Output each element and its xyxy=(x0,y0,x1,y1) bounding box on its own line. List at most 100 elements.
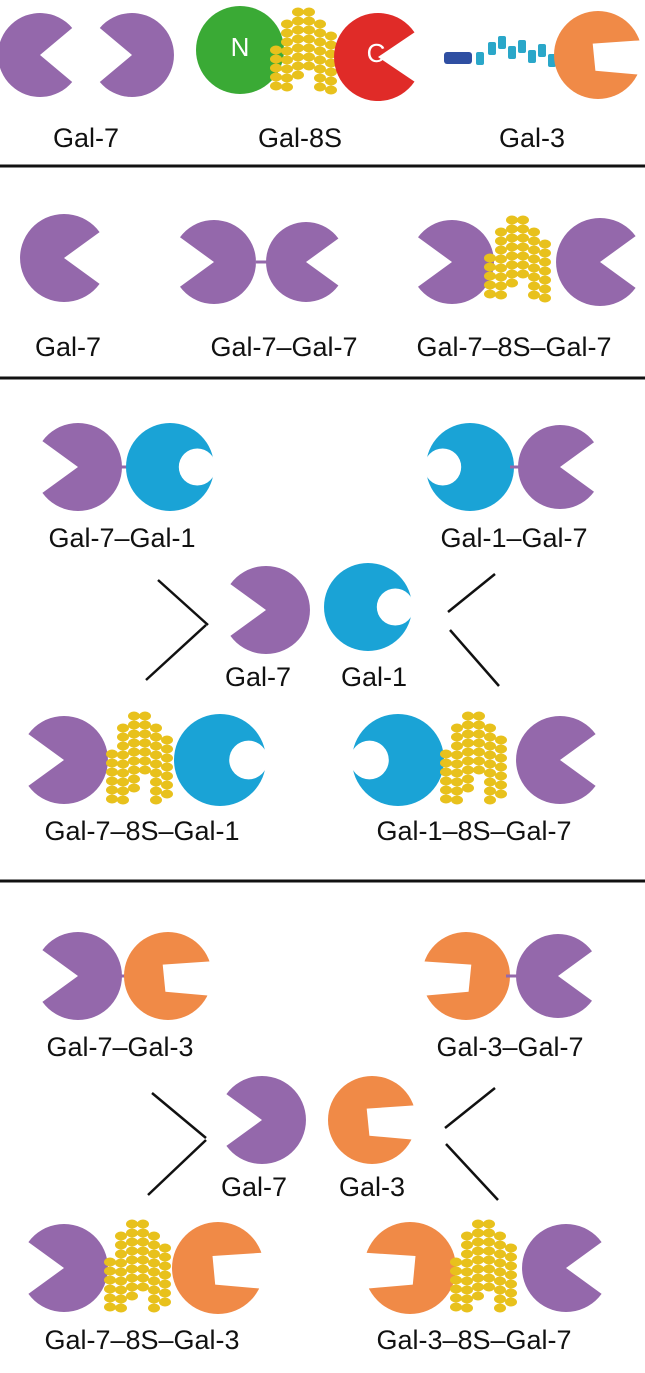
gal3-tail-segment xyxy=(498,36,506,49)
linker-residue xyxy=(505,1270,517,1280)
linker-residue xyxy=(461,1285,473,1295)
linker-residue xyxy=(440,785,452,795)
gal1-gal7-gal7 xyxy=(518,425,594,509)
linker-residue xyxy=(128,720,140,730)
linker-residue xyxy=(139,711,151,721)
linker-residue xyxy=(106,785,118,795)
connector-s4-bottom-right xyxy=(445,1143,499,1201)
linker-residue xyxy=(314,82,326,92)
linker-residue xyxy=(117,777,129,787)
gal3-8s-gal7-gal7 xyxy=(522,1224,602,1312)
linker-residue xyxy=(128,747,140,757)
linker-residue xyxy=(484,253,496,263)
linker-residue xyxy=(462,774,474,784)
label-s3-gal1-gal7: Gal-1–Gal-7 xyxy=(440,523,587,553)
linker-residue xyxy=(461,1276,473,1286)
gal7-gal1-gal1-pocket xyxy=(178,448,216,486)
linker-residue xyxy=(494,1276,506,1286)
linker-residue xyxy=(115,1249,127,1259)
linker-residue xyxy=(461,1249,473,1259)
linker-residue xyxy=(270,72,282,82)
linker-residue xyxy=(451,759,463,769)
connector-lines xyxy=(145,573,500,1201)
linker-residue xyxy=(462,738,474,748)
gal7-gal3-gal7 xyxy=(42,932,122,1020)
gal3-free-pocket xyxy=(366,1105,420,1141)
linker-residue xyxy=(128,756,140,766)
linker-residue xyxy=(126,1264,138,1274)
linker-residue xyxy=(484,280,496,290)
linker-residue xyxy=(484,271,496,281)
linker-residue xyxy=(483,1273,495,1283)
linker-residue xyxy=(314,46,326,56)
linker-residue xyxy=(126,1291,138,1301)
linker-residue xyxy=(539,284,551,294)
gal7-8s-gal7-linker xyxy=(484,215,551,303)
linker-residue xyxy=(472,1246,484,1256)
linker-residue xyxy=(440,776,452,786)
linker-residue xyxy=(159,1279,171,1289)
linker-residue xyxy=(506,224,518,234)
gal7-free-s3 xyxy=(230,566,310,654)
linker-residue xyxy=(473,711,485,721)
linker-residue xyxy=(451,732,463,742)
linker-residue xyxy=(484,768,496,778)
gal3-tail-segment xyxy=(528,50,536,63)
linker-residue xyxy=(450,1293,462,1303)
label-s4-gal3-gal7: Gal-3–Gal-7 xyxy=(436,1032,583,1062)
gal7-gal7-left xyxy=(180,220,256,304)
linker-residue xyxy=(495,789,507,799)
linker-residue xyxy=(128,711,140,721)
linker-residue xyxy=(462,765,474,775)
linker-residue xyxy=(159,1252,171,1262)
linker-residue xyxy=(539,293,551,303)
linker-residue xyxy=(117,732,129,742)
linker-residue xyxy=(325,85,337,95)
gal7-8s-gal3-linker xyxy=(104,1219,171,1313)
linker-residue xyxy=(484,732,496,742)
linker-residue xyxy=(139,765,151,775)
connector-s3-bottom-right xyxy=(449,629,500,687)
linker-residue xyxy=(505,1252,517,1262)
linker-residue xyxy=(126,1255,138,1265)
linker-residue xyxy=(451,795,463,805)
gal3-tail-segment xyxy=(508,46,516,59)
linker-residue xyxy=(128,765,140,775)
linker-residue xyxy=(495,254,507,264)
gal1-8s-gal7-gal1-pocket xyxy=(350,740,389,780)
linker-residue xyxy=(270,81,282,91)
linker-residue xyxy=(494,1303,506,1313)
gal1-free-pocket xyxy=(376,588,414,626)
linker-residue xyxy=(462,711,474,721)
linker-residue xyxy=(104,1266,116,1276)
label-s2-gal7-gal7: Gal-7–Gal-7 xyxy=(210,332,357,362)
linker-residue xyxy=(462,783,474,793)
linker-residue xyxy=(104,1275,116,1285)
linker-residue xyxy=(505,1243,517,1253)
linker-residue xyxy=(472,1228,484,1238)
linker-residue xyxy=(494,1240,506,1250)
linker-residue xyxy=(473,765,485,775)
linker-residue xyxy=(473,738,485,748)
linker-residue xyxy=(314,19,326,29)
linker-residue xyxy=(451,750,463,760)
gal1-gal7-gal1-pocket xyxy=(424,448,462,486)
linker-residue xyxy=(126,1246,138,1256)
label-s3-gal1-8s-gal7: Gal-1–8S–Gal-7 xyxy=(376,816,571,846)
linker-residue xyxy=(126,1273,138,1283)
linker-residue xyxy=(104,1302,116,1312)
gal8s-n-domain xyxy=(196,6,284,94)
gal7-8s-gal1-gal7 xyxy=(28,716,108,804)
connector-s4-top-right xyxy=(444,1087,496,1129)
linker-residue xyxy=(139,747,151,757)
linker-residue xyxy=(517,242,529,252)
linker-residue xyxy=(303,34,315,44)
linker-residue xyxy=(281,64,293,74)
protein-shapes xyxy=(0,6,645,1314)
label-s3-gal1: Gal-1 xyxy=(341,662,407,692)
linker-residue xyxy=(115,1294,127,1304)
linker-residue xyxy=(148,1267,160,1277)
linker-residue xyxy=(494,1285,506,1295)
linker-residue xyxy=(494,1267,506,1277)
connector-s4-top-left xyxy=(151,1092,207,1139)
